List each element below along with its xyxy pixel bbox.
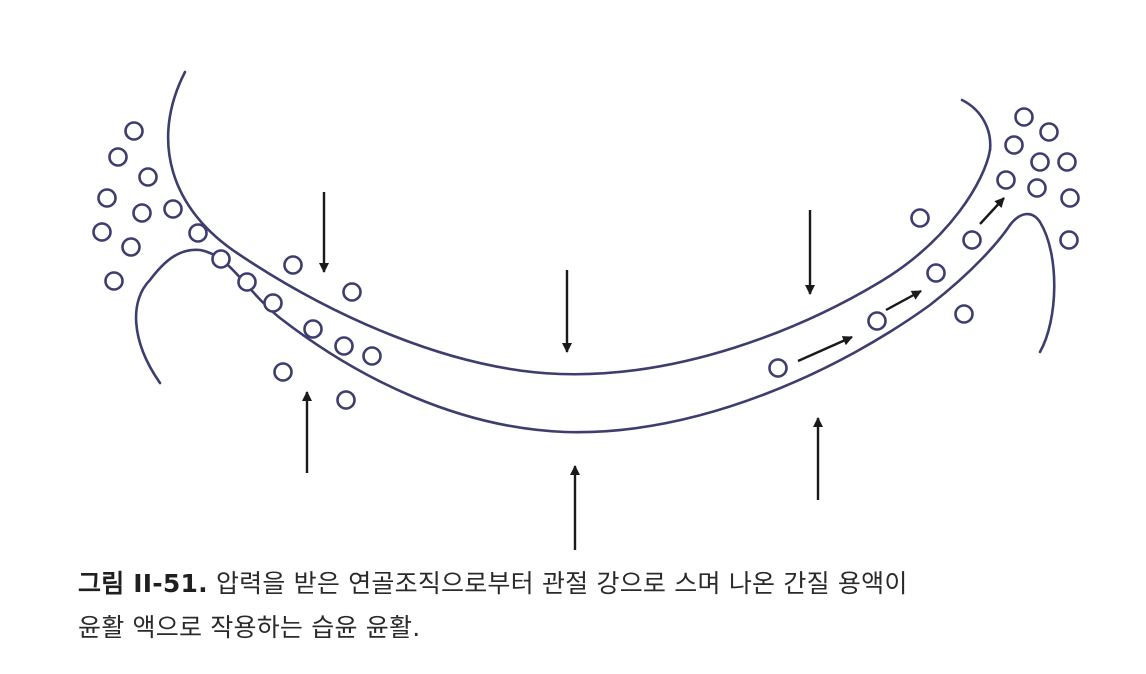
- caption-text-2: 윤활 액으로 작용하는 습윤 윤활.: [78, 613, 421, 642]
- fluid-bubble: [768, 358, 788, 378]
- fluid-bubble: [108, 147, 128, 167]
- fluid-bubble: [121, 237, 141, 257]
- fluid-bubble: [237, 272, 257, 292]
- synovial-fluid-bubbles-right: [768, 107, 1080, 378]
- weeping-lubrication-diagram: [92, 70, 1080, 550]
- flow-arrow: [979, 197, 1005, 225]
- lower-cartilage-surface: [134, 223, 1012, 434]
- synovial-fluid-bubbles-left-channel: [188, 223, 382, 410]
- fluid-bubble: [273, 362, 293, 382]
- figure-number: 그림 II-51.: [78, 569, 208, 598]
- figure-caption: 그림 II-51. 압력을 받은 연골조직으로부터 관절 강으로 스며 나온 간…: [78, 562, 1128, 650]
- fluid-bubble: [1030, 152, 1050, 172]
- fluid-bubble: [962, 230, 982, 250]
- fluid-bubble: [362, 346, 382, 366]
- lower-cartilage-right-lip: [1008, 212, 1056, 354]
- fluid-bubble: [1057, 152, 1077, 172]
- caption-line-2: 윤활 액으로 작용하는 습윤 윤활.: [78, 606, 1128, 650]
- upper-cartilage-outer-curve: [960, 98, 992, 152]
- fluid-bubble: [283, 255, 303, 275]
- fluid-bubble: [996, 170, 1016, 190]
- fluid-bubble: [1027, 178, 1047, 198]
- fluid-bubble: [211, 249, 231, 269]
- fluid-bubble: [92, 222, 112, 242]
- fluid-bubble: [342, 282, 362, 302]
- fluid-bubble: [1004, 135, 1024, 155]
- fluid-bubble: [336, 390, 356, 410]
- fluid-bubble: [926, 263, 946, 283]
- fluid-bubble: [132, 203, 152, 223]
- upper-cartilage-surface: [166, 70, 992, 376]
- flow-arrow: [797, 335, 853, 363]
- fluid-bubble: [1060, 188, 1080, 208]
- fluid-bubble: [1039, 122, 1059, 142]
- compression-arrows-bottom: [302, 391, 823, 550]
- caption-line-1: 그림 II-51. 압력을 받은 연골조직으로부터 관절 강으로 스며 나온 간…: [78, 562, 1128, 606]
- fluid-bubble: [910, 208, 930, 228]
- fluid-flow-arrows: [797, 197, 1005, 363]
- fluid-bubble: [334, 336, 354, 356]
- fluid-bubble: [124, 121, 144, 141]
- fluid-bubble: [1059, 230, 1079, 250]
- fluid-bubble: [954, 304, 974, 324]
- fluid-bubble: [263, 293, 283, 313]
- compression-arrows-top: [319, 192, 815, 353]
- caption-text-1: 압력을 받은 연골조직으로부터 관절 강으로 스며 나온 간질 용액이: [215, 569, 908, 598]
- flow-arrow: [885, 289, 922, 312]
- fluid-bubble: [104, 271, 124, 291]
- fluid-bubble: [188, 223, 208, 243]
- fluid-bubble: [163, 199, 183, 219]
- fluid-bubble: [1014, 107, 1034, 127]
- synovial-fluid-bubbles-left: [92, 121, 183, 291]
- fluid-bubble: [138, 167, 158, 187]
- fluid-bubble: [97, 188, 117, 208]
- fluid-bubble: [303, 319, 323, 339]
- fluid-bubble: [867, 311, 887, 331]
